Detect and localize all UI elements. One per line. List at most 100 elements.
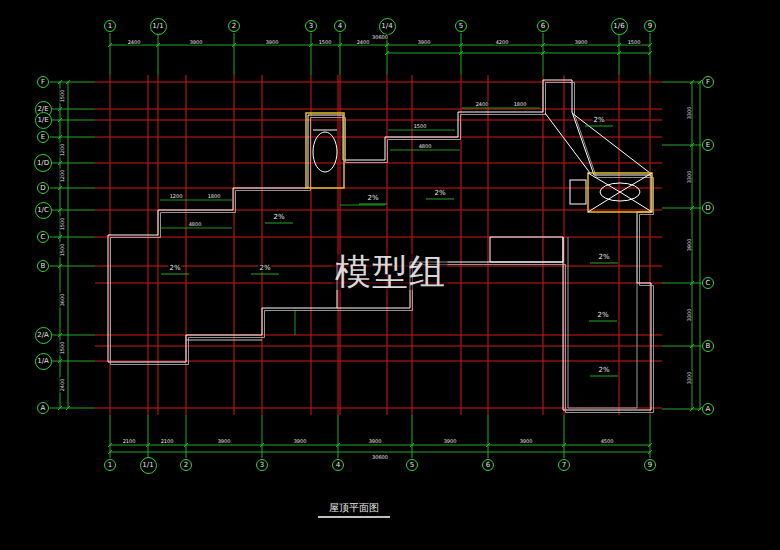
axis-bubble: 1/1 xyxy=(140,457,157,474)
axis-bubble: 2 xyxy=(228,20,240,32)
slope-label: 2% xyxy=(366,195,379,202)
axis-bubble: 3 xyxy=(305,20,317,32)
grid-lines xyxy=(95,75,662,415)
axis-label: 6 xyxy=(486,462,490,469)
dimension: 3900 xyxy=(417,40,432,45)
axis-label: 2 xyxy=(232,23,236,30)
dimension: 1800 xyxy=(207,194,222,199)
axis-bubble: 1 xyxy=(104,20,116,32)
axis-bubble: B xyxy=(37,260,49,272)
axis-label: D xyxy=(40,185,45,192)
dimension: 30600 xyxy=(371,455,389,460)
skylight xyxy=(306,113,652,212)
dimension: 1800 xyxy=(513,102,528,107)
dimension: 1500 xyxy=(318,40,333,45)
slope-label: 2% xyxy=(596,312,609,319)
dimension: 2400 xyxy=(60,378,65,393)
dimension: 1500 xyxy=(60,217,65,232)
dimension-lines xyxy=(58,43,702,454)
axis-label: 1/E xyxy=(37,117,48,124)
axis-label: 1/A xyxy=(37,358,49,365)
axis-label: 9 xyxy=(648,23,652,30)
slope-label: 2% xyxy=(272,214,285,221)
axis-label: E xyxy=(706,142,710,149)
axis-label: A xyxy=(41,405,46,412)
axis-bubble: 1/6 xyxy=(611,18,628,35)
axis-bubble: A xyxy=(702,403,714,415)
axis-label: 9 xyxy=(648,462,652,469)
slope-label: 2% xyxy=(168,265,181,272)
axis-bubble: 1/4 xyxy=(379,18,396,35)
dimension: 3900 xyxy=(687,238,692,253)
dimension: 2100 xyxy=(160,439,175,444)
dimension: 4500 xyxy=(600,439,615,444)
axis-label: B xyxy=(41,263,46,270)
dimension: 3900 xyxy=(293,439,308,444)
dimension: 2400 xyxy=(356,40,371,45)
axis-label: 7 xyxy=(562,462,566,469)
axis-bubble: 4 xyxy=(334,20,346,32)
axis-bubble: 2 xyxy=(180,459,192,471)
axis-label: A xyxy=(706,406,711,413)
axis-bubble: 4 xyxy=(332,459,344,471)
dimension: 3900 xyxy=(189,40,204,45)
axis-label: 1/4 xyxy=(381,23,392,30)
axis-bubble: A xyxy=(37,402,49,414)
dimension: 1500 xyxy=(60,243,65,258)
dimension: 3300 xyxy=(687,106,692,121)
axis-bubble: 6 xyxy=(537,20,549,32)
axis-label: B xyxy=(706,343,711,350)
axis-bubble: 9 xyxy=(644,459,656,471)
slope-label: 2% xyxy=(597,254,610,261)
axis-label: 5 xyxy=(410,462,414,469)
axis-label: F xyxy=(41,79,45,86)
axis-bubble: 1/D xyxy=(34,154,52,172)
axis-label: 4 xyxy=(338,23,342,30)
dimension: 3900 xyxy=(574,40,589,45)
dimension: 1500 xyxy=(413,124,428,129)
axis-label: 3 xyxy=(260,462,264,469)
dimension: 3900 xyxy=(368,439,383,444)
slope-arrows xyxy=(161,126,618,376)
axis-label: 5 xyxy=(459,23,463,30)
axis-bubble: B xyxy=(702,340,714,352)
dimension: 3300 xyxy=(687,170,692,185)
slope-label: 2% xyxy=(433,190,446,197)
watermark: 模型组 xyxy=(333,254,448,290)
axis-bubble: 1/A xyxy=(35,353,52,370)
dimension: 1200 xyxy=(60,169,65,184)
axis-label: 1/D xyxy=(37,160,49,167)
dimension: 3900 xyxy=(217,439,232,444)
axis-label: 1/1 xyxy=(142,462,153,469)
slope-label: 2% xyxy=(592,117,605,124)
axis-bubble: F xyxy=(37,76,49,88)
axis-label: 4 xyxy=(336,462,340,469)
axis-label: C xyxy=(706,280,711,287)
dimension: 3900 xyxy=(443,439,458,444)
dimension: 1500 xyxy=(627,40,642,45)
axis-label: 1/C xyxy=(37,207,49,214)
axis-label: F xyxy=(706,79,710,86)
slope-label: 2% xyxy=(597,367,610,374)
axis-label: E xyxy=(41,134,45,141)
dimension: 2400 xyxy=(475,102,490,107)
axis-label: 2 xyxy=(184,462,188,469)
axis-bubble: D xyxy=(702,202,714,214)
dimension: 3600 xyxy=(60,293,65,308)
dimension: 2400 xyxy=(127,40,142,45)
axis-bubble: 1/E xyxy=(35,112,52,129)
axis-bubble: 2/A xyxy=(35,327,52,344)
axis-bubble: 1/1 xyxy=(150,18,167,35)
title-underline xyxy=(318,516,390,518)
axis-bubble: 1 xyxy=(104,459,116,471)
axis-label: 1 xyxy=(108,23,112,30)
dimension: 4800 xyxy=(418,144,433,149)
axis-bubble: 1/C xyxy=(35,202,52,219)
dimension: 2100 xyxy=(122,439,137,444)
dimension: 1200 xyxy=(60,143,65,158)
axis-label: 3 xyxy=(309,23,313,30)
dimension: 3300 xyxy=(687,308,692,323)
axis-bubble: E xyxy=(37,131,49,143)
axis-bubble: 3 xyxy=(256,459,268,471)
axis-bubble: C xyxy=(702,277,714,289)
